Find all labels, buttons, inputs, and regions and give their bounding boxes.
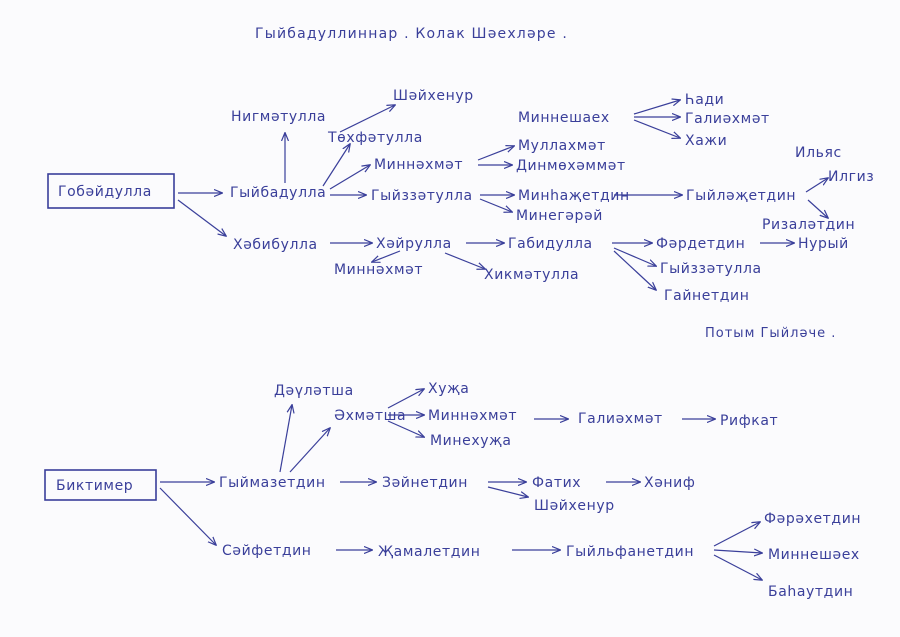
person-hanif: Хәниф — [644, 475, 695, 491]
person-minhazhetdin: Минһаҗетдин — [518, 188, 630, 204]
root-box — [47, 173, 175, 209]
person-galiahmat: Галиәхмәт — [685, 111, 770, 127]
person-dinmohammat: Динмөхәммәт — [516, 158, 626, 174]
person-rizaletdin: Ризаләтдин — [762, 217, 855, 233]
edges-tree1 — [177, 100, 828, 290]
person-huzha: Хуҗа — [428, 381, 469, 397]
tree-gobaydulla: Гобәйдулла — [47, 88, 874, 304]
person-hikmatulla: Хикмәтулла — [484, 267, 579, 283]
person-fatih: Фатих — [532, 475, 581, 491]
root2-name: Биктимер — [56, 478, 133, 494]
person-hayrulla: Хәйрулла — [376, 236, 452, 252]
person-gyizzatulla-2: Гыйззәтулла — [660, 261, 762, 277]
person-gyizzatulla: Гыйззәтулла — [371, 188, 473, 204]
person-gyilazhetdin: Гыйләҗетдин — [686, 188, 796, 204]
person-hadi: Һади — [685, 92, 724, 108]
person-tohfatulla: Төхфәтулла — [327, 130, 423, 146]
person-minnahmat-3: Миннәхмәт — [428, 408, 517, 424]
person-minneshaeh-2: Миннешәех — [768, 547, 860, 563]
person-mullahmat: Муллахмәт — [518, 138, 606, 154]
edges-tree2 — [159, 389, 762, 580]
person-zaynetdin: Зәйнетдин — [382, 475, 468, 491]
person-minneshaeh: Миннешаех — [518, 110, 610, 126]
person-nuryi: Нурый — [798, 236, 849, 252]
person-rifkat: Рифкат — [720, 413, 778, 429]
person-zhamaletdin: Җамалетдин — [378, 544, 480, 560]
person-ilyas: Ильяс — [795, 145, 842, 161]
person-minehuzha: Минехуҗа — [430, 433, 512, 449]
note-text: Потым Гыйләче . — [705, 326, 836, 341]
person-sayfetdin: Сәйфетдин — [222, 543, 312, 559]
person-gyilfanetdin: Гыйльфанетдин — [566, 544, 694, 560]
person-fardetdin: Фәрдетдин — [656, 236, 745, 252]
person-gyibadulla: Гыйбадулла — [230, 185, 326, 201]
person-shayhenur: Шәйхенур — [393, 88, 474, 104]
person-shayhenur-2: Шәйхенур — [534, 498, 615, 514]
person-minnahmat-2: Миннәхмәт — [334, 262, 423, 278]
person-hazhi: Хажи — [685, 133, 727, 149]
root2-box — [44, 469, 157, 501]
person-farahetdin: Фәрәхетдин — [764, 511, 861, 527]
person-gyimazetdin: Гыймазетдин — [219, 475, 326, 491]
person-nigmatulla: Нигмәтулла — [231, 109, 326, 125]
person-daulatsha: Дәүләтша — [274, 383, 354, 399]
person-minegaray: Минегәрәй — [516, 208, 603, 224]
person-gaynetdin: Гайнетдин — [664, 288, 749, 304]
person-minnahmat: Миннәхмәт — [374, 157, 463, 173]
person-ilgiz: Илгиз — [828, 169, 874, 185]
diagram-title: Гыйбадуллиннар . Колак Шәехләре . — [255, 26, 568, 42]
person-galiahmat-2: Галиәхмәт — [578, 411, 663, 427]
person-habibulla: Хәбибулла — [233, 237, 318, 253]
person-ahmatsha: Әхмәтша — [334, 408, 406, 424]
root-name: Гобәйдулла — [58, 184, 152, 200]
person-gabidulla: Габидулла — [508, 236, 593, 252]
person-bahautdin: Баһаутдин — [768, 584, 853, 600]
tree-biktimer: Биктимер Гыймазетдин Сәйфетдин Дәүләтша … — [44, 381, 861, 600]
